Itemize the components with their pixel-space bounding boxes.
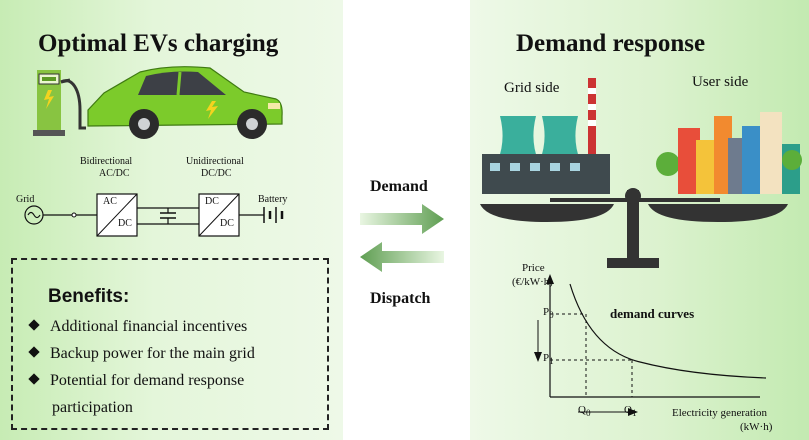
converter2-out: DC: [220, 218, 234, 229]
converter1-label: Bidirectional: [80, 156, 133, 167]
price-axis-unit: (€/kW·h): [512, 276, 553, 288]
converter1-out: DC: [118, 218, 132, 229]
diamond-bullet-icon: [28, 373, 40, 385]
grid-and-user-illustration: [482, 78, 802, 194]
electric-car-icon: [87, 66, 283, 139]
benefit-item: Potential for demand response: [28, 372, 244, 390]
demand-curves-label: demand curves: [610, 306, 695, 321]
flow-arrows: [360, 204, 444, 272]
p1-label: P1: [543, 352, 554, 367]
benefits-box: [11, 258, 329, 430]
grid-side-label: Grid side: [504, 80, 560, 96]
q1-label: Q1: [624, 404, 637, 419]
benefit-item: Backup power for the main grid: [28, 345, 255, 363]
battery-label: Battery: [258, 194, 288, 205]
converter2-type: DC/DC: [201, 168, 232, 179]
demand-curve-plot: [534, 274, 767, 416]
dispatch-label: Dispatch: [370, 290, 431, 307]
demand-label: Demand: [370, 178, 428, 195]
charging-station-icon: [33, 70, 86, 136]
demand-response-panel: Demand response Grid side User side: [470, 0, 809, 440]
benefit-item-continued: participation: [52, 399, 133, 416]
price-axis-label: Price: [522, 262, 545, 274]
power-plant-icon: [482, 78, 610, 194]
converter1-type: AC/DC: [99, 168, 130, 179]
benefits-title: Benefits:: [48, 286, 130, 307]
ev-charging-title: Optimal EVs charging: [38, 30, 279, 57]
x-axis-label: Electricity generation: [672, 407, 767, 419]
demand-curve: [569, 283, 767, 379]
diamond-bullet-icon: [28, 346, 40, 358]
converter1-in: AC: [103, 196, 117, 207]
ev-charging-illustration: [33, 66, 283, 139]
converter2-label: Unidirectional: [186, 156, 244, 167]
diamond-bullet-icon: [28, 319, 40, 331]
battery-icon: [263, 207, 284, 223]
grid-label: Grid: [16, 194, 35, 205]
q0-label: Q0: [578, 404, 591, 419]
right-arrow-icon: [360, 204, 444, 234]
balance-scale-icon: [480, 188, 788, 268]
converter-circuit-diagram: [24, 193, 284, 237]
benefit-item: Additional financial incentives: [28, 318, 247, 336]
ev-charging-panel: Optimal EVs charging Bidirectional AC/DC…: [0, 0, 343, 440]
x-axis-unit: (kW·h): [740, 421, 773, 433]
city-buildings-icon: [656, 112, 802, 194]
left-arrow-icon: [360, 242, 444, 272]
demand-response-title: Demand response: [516, 30, 706, 57]
p0-label: P0: [543, 306, 554, 321]
converter2-in: DC: [205, 196, 219, 207]
user-side-label: User side: [692, 74, 749, 90]
